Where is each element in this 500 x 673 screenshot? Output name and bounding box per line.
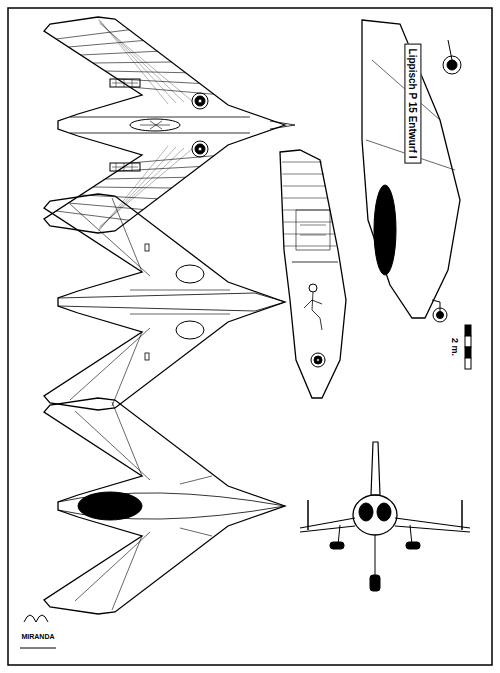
title-text: Lippisch P 15 Entwurf I — [408, 48, 419, 158]
side-view — [362, 20, 461, 322]
top-plan-view — [44, 398, 285, 614]
scale-label: 2 m. — [450, 337, 460, 357]
cutaway-plan-view — [44, 17, 295, 233]
underside-plan-view — [44, 194, 285, 410]
frame — [8, 8, 492, 665]
signature-mark — [20, 615, 56, 648]
cutaway-side-view — [280, 150, 346, 398]
front-view — [300, 442, 470, 591]
scale-bar — [465, 325, 471, 369]
signature: MIRANDA — [20, 633, 55, 640]
title-box: Lippisch P 15 Entwurf I — [405, 43, 422, 163]
